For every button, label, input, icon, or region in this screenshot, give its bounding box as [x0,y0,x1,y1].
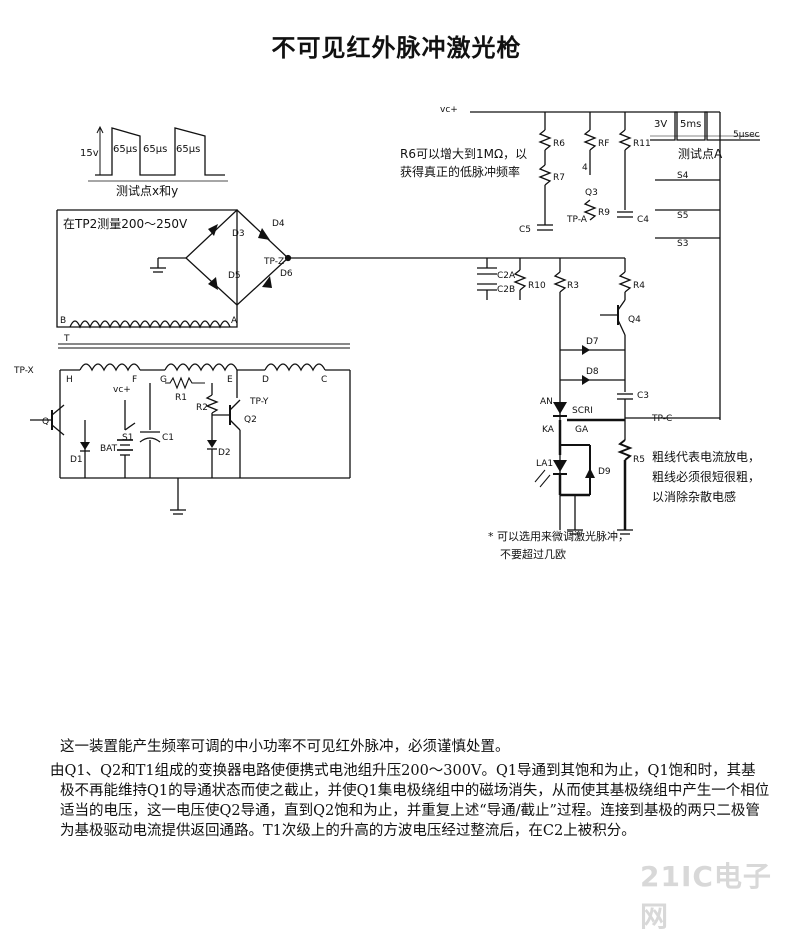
label-r6: R6 [553,139,565,149]
label-pin4: 4 [582,163,588,173]
description-paragraph-2: 由Q1、Q2和T1组成的变换器电路使便携式电池组升压200～300V。Q1导通到… [50,763,770,839]
label-d3: D3 [232,229,245,239]
bridge-rectifier: 在TP2测量200～250V D3 D4 D5 D6 TP-Z B A [56,209,560,328]
wave-xy-caption: 测试点x和y [116,183,178,198]
label-tpx: TP-X [13,366,34,376]
label-d4: D4 [272,219,285,229]
label-tpz: TP-Z [263,257,284,267]
waveform-a: 3V 5ms 5μsec 测试点A [650,111,760,161]
label-tpy: TP-Y [249,397,269,407]
label-d9: D9 [598,467,611,477]
wave-a-pulse: 5μsec [733,130,760,140]
label-d1: D1 [70,455,83,465]
label-c2b: C2B [497,285,515,295]
label-la1: LA1 [536,459,553,469]
note-star-line1: * 可以选用来微调激光脉冲， [488,529,629,543]
label-node-a: A [231,316,238,326]
label-d8: D8 [586,367,599,377]
label-r9: R9 [598,208,610,218]
label-r1: R1 [175,393,187,403]
wave-xy-seg2: 65μs [143,144,167,155]
label-s5: S5 [677,211,688,221]
wave-xy-seg1: 65μs [113,144,137,155]
label-an: AN [540,397,553,407]
waveform-xy: 15v 65μs 65μs 65μs 测试点x和y [80,125,228,198]
note-thick-line3: 以消除杂散电感 [652,489,736,504]
label-node-c: C [321,375,327,385]
label-vc-left: vc+ [113,385,131,395]
pulse-generator: vc+ R6 R7 C5 RF 4 Q3 R11 C4 R9 TP-A [400,105,721,420]
note-tp2-measure: 在TP2测量200～250V [63,217,188,231]
label-node-f: F [132,375,137,385]
note-r6-line1: R6可以增大到1MΩ，以 [400,147,527,161]
label-q2: Q2 [244,415,257,425]
description-paragraph-1: 这一装置能产生频率可调的中小功率不可见红外脉冲，必须谨慎处置。 [60,739,510,755]
transformer-primary: H F G E D C R1 [60,363,351,478]
output-stage: C2A C2B R10 R3 R4 Q4 D7 D8 C3 TP-C [477,257,760,561]
label-d5: D5 [228,271,241,281]
converter-circuit: TP-X Q D1 vc+ S1 BAT C1 R2 D2 [13,366,350,515]
note-thick-line1: 粗线代表电流放电， [652,449,760,464]
label-d6: D6 [280,269,293,279]
label-node-h: H [66,375,73,385]
label-s1: S1 [122,433,133,443]
label-c4: C4 [637,215,649,225]
label-ka: KA [542,425,555,435]
label-q: Q [42,417,49,427]
label-t: T [63,334,70,344]
label-c1: C1 [162,433,174,443]
label-q3: Q3 [585,188,598,198]
watermark-logo: 21IC电子网 [640,860,772,933]
wave-a-caption: 测试点A [678,146,723,161]
label-r3: R3 [567,281,579,291]
label-r11: R11 [633,139,651,149]
label-tpa: TP-A [566,215,588,225]
label-tpc: TP-C [651,414,672,424]
wave-a-time: 5ms [680,119,701,130]
wave-xy-voltage: 15v [80,148,99,159]
label-q4: Q4 [628,315,641,325]
label-r7: R7 [553,173,565,183]
label-c3: C3 [637,391,649,401]
wave-xy-seg3: 65μs [176,144,200,155]
page-title: 不可见红外脉冲激光枪 [271,34,522,62]
label-c2a: C2A [497,271,516,281]
label-r2: R2 [196,403,208,413]
note-thick-line2: 粗线必须很短很粗， [652,470,760,484]
label-r10: R10 [528,281,546,291]
transformer-secondary: T [58,320,350,349]
circuit-schematic: 15v 65μs 65μs 65μs 测试点x和y 3V 5ms 5μsec 测… [13,105,760,561]
label-bat: BAT [100,444,118,454]
label-ga: GA [575,425,589,435]
label-rf: RF [598,139,609,149]
wave-a-voltage: 3V [654,119,667,130]
note-star-line2: 不要超过几欧 [500,547,566,561]
label-r4: R4 [633,281,645,291]
label-s3: S3 [677,239,688,249]
label-node-g: G [160,375,167,385]
label-d2: D2 [218,448,231,458]
label-node-b: B [60,316,66,326]
label-node-e: E [227,375,233,385]
label-node-d: D [262,375,269,385]
label-r5: R5 [633,455,645,465]
label-s4: S4 [677,171,689,181]
label-d7: D7 [586,337,599,347]
description: 这一装置能产生频率可调的中小功率不可见红外脉冲，必须谨慎处置。 由Q1、Q2和T… [50,737,770,841]
label-vc-top: vc+ [440,105,458,115]
label-scr: SCRI [572,406,593,416]
note-r6-line2: 获得真正的低脉冲频率 [400,164,520,179]
label-c5: C5 [519,225,531,235]
